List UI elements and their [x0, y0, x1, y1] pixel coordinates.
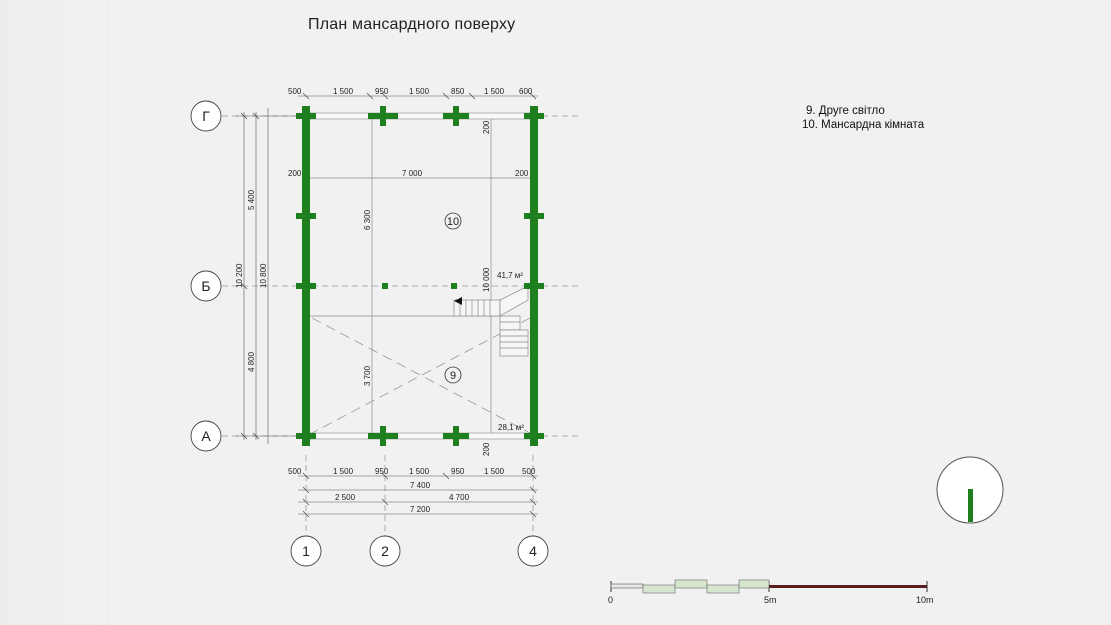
- scale-label-5m: 5m: [764, 595, 777, 605]
- scale-bar: [610, 579, 928, 594]
- dim-top-2: 950: [375, 87, 389, 96]
- north-arrow-icon: [968, 489, 973, 522]
- room-9-marker: [444, 366, 462, 384]
- legend-item-second-light: 9. Друге світло: [806, 105, 885, 117]
- staircase: [453, 285, 529, 357]
- dim-top-0: 500: [288, 87, 302, 96]
- axis-row-g: Г: [202, 108, 210, 124]
- axis-lines: [222, 115, 580, 538]
- dimension-ticks: [240, 92, 537, 518]
- scale-label-0: 0: [608, 595, 613, 605]
- dim-bottom-0: 500: [288, 467, 302, 476]
- dim-inner-3700: 3 700: [363, 365, 372, 386]
- dim-inner-200-bottom: 200: [482, 442, 491, 456]
- left-background-band: [0, 0, 109, 625]
- room-9-number: 9: [450, 370, 456, 382]
- dim-total-7200: 7 200: [410, 505, 431, 514]
- scale-label-10m: 10m: [916, 595, 934, 605]
- room-10-area: 41,7 м²: [497, 271, 523, 280]
- dim-inner-200-left: 200: [288, 169, 302, 178]
- room-10-marker: [444, 212, 462, 230]
- stair-direction-arrow: [454, 297, 462, 305]
- row-axis-bubbles: [190, 100, 222, 452]
- dim-seg-4700: 4 700: [449, 493, 470, 502]
- room-10-number: 10: [447, 216, 459, 228]
- dim-inner-6300: 6 300: [363, 209, 372, 230]
- legend-item-attic-room: 10. Мансардна кімната: [802, 119, 925, 131]
- dim-left-10200: 10 200: [235, 263, 244, 288]
- dim-bottom-2: 950: [375, 467, 389, 476]
- interior-lines: [306, 116, 533, 436]
- page-title: План мансардного поверху: [308, 16, 516, 33]
- dim-bottom-6: 500: [522, 467, 536, 476]
- axis-row-b: Б: [201, 278, 210, 294]
- dim-top-6: 600: [519, 87, 533, 96]
- dim-bottom-3: 1 500: [409, 467, 430, 476]
- axis-col-1: 1: [302, 543, 310, 559]
- dim-inner-200-top: 200: [482, 120, 491, 134]
- dim-total-7400: 7 400: [410, 481, 431, 490]
- dim-bottom-1: 1 500: [333, 467, 354, 476]
- room-9-area: 28,1 м²: [498, 423, 524, 432]
- walls: [296, 106, 544, 446]
- dim-bottom-5: 1 500: [484, 467, 505, 476]
- dim-seg-2500: 2 500: [335, 493, 356, 502]
- dim-top-4: 850: [451, 87, 465, 96]
- dim-top-1: 1 500: [333, 87, 354, 96]
- dimension-lines: [236, 95, 538, 515]
- dim-inner-10000: 10 000: [482, 267, 491, 292]
- dim-left-5400: 5 400: [247, 189, 256, 210]
- dim-left-4800: 4 800: [247, 351, 256, 372]
- dim-inner-7000: 7 000: [402, 169, 423, 178]
- dim-bottom-4: 950: [451, 467, 465, 476]
- axis-row-a: А: [201, 428, 211, 444]
- dim-left-10800: 10 800: [259, 263, 268, 288]
- axis-col-4: 4: [529, 543, 537, 559]
- axis-col-2: 2: [381, 543, 389, 559]
- legend: 9. Друге світло 10. Мансардна кімната: [802, 104, 924, 132]
- dim-top-5: 1 500: [484, 87, 505, 96]
- dim-inner-200-right: 200: [515, 169, 529, 178]
- dim-top-3: 1 500: [409, 87, 430, 96]
- column-axis-bubbles: [290, 535, 549, 567]
